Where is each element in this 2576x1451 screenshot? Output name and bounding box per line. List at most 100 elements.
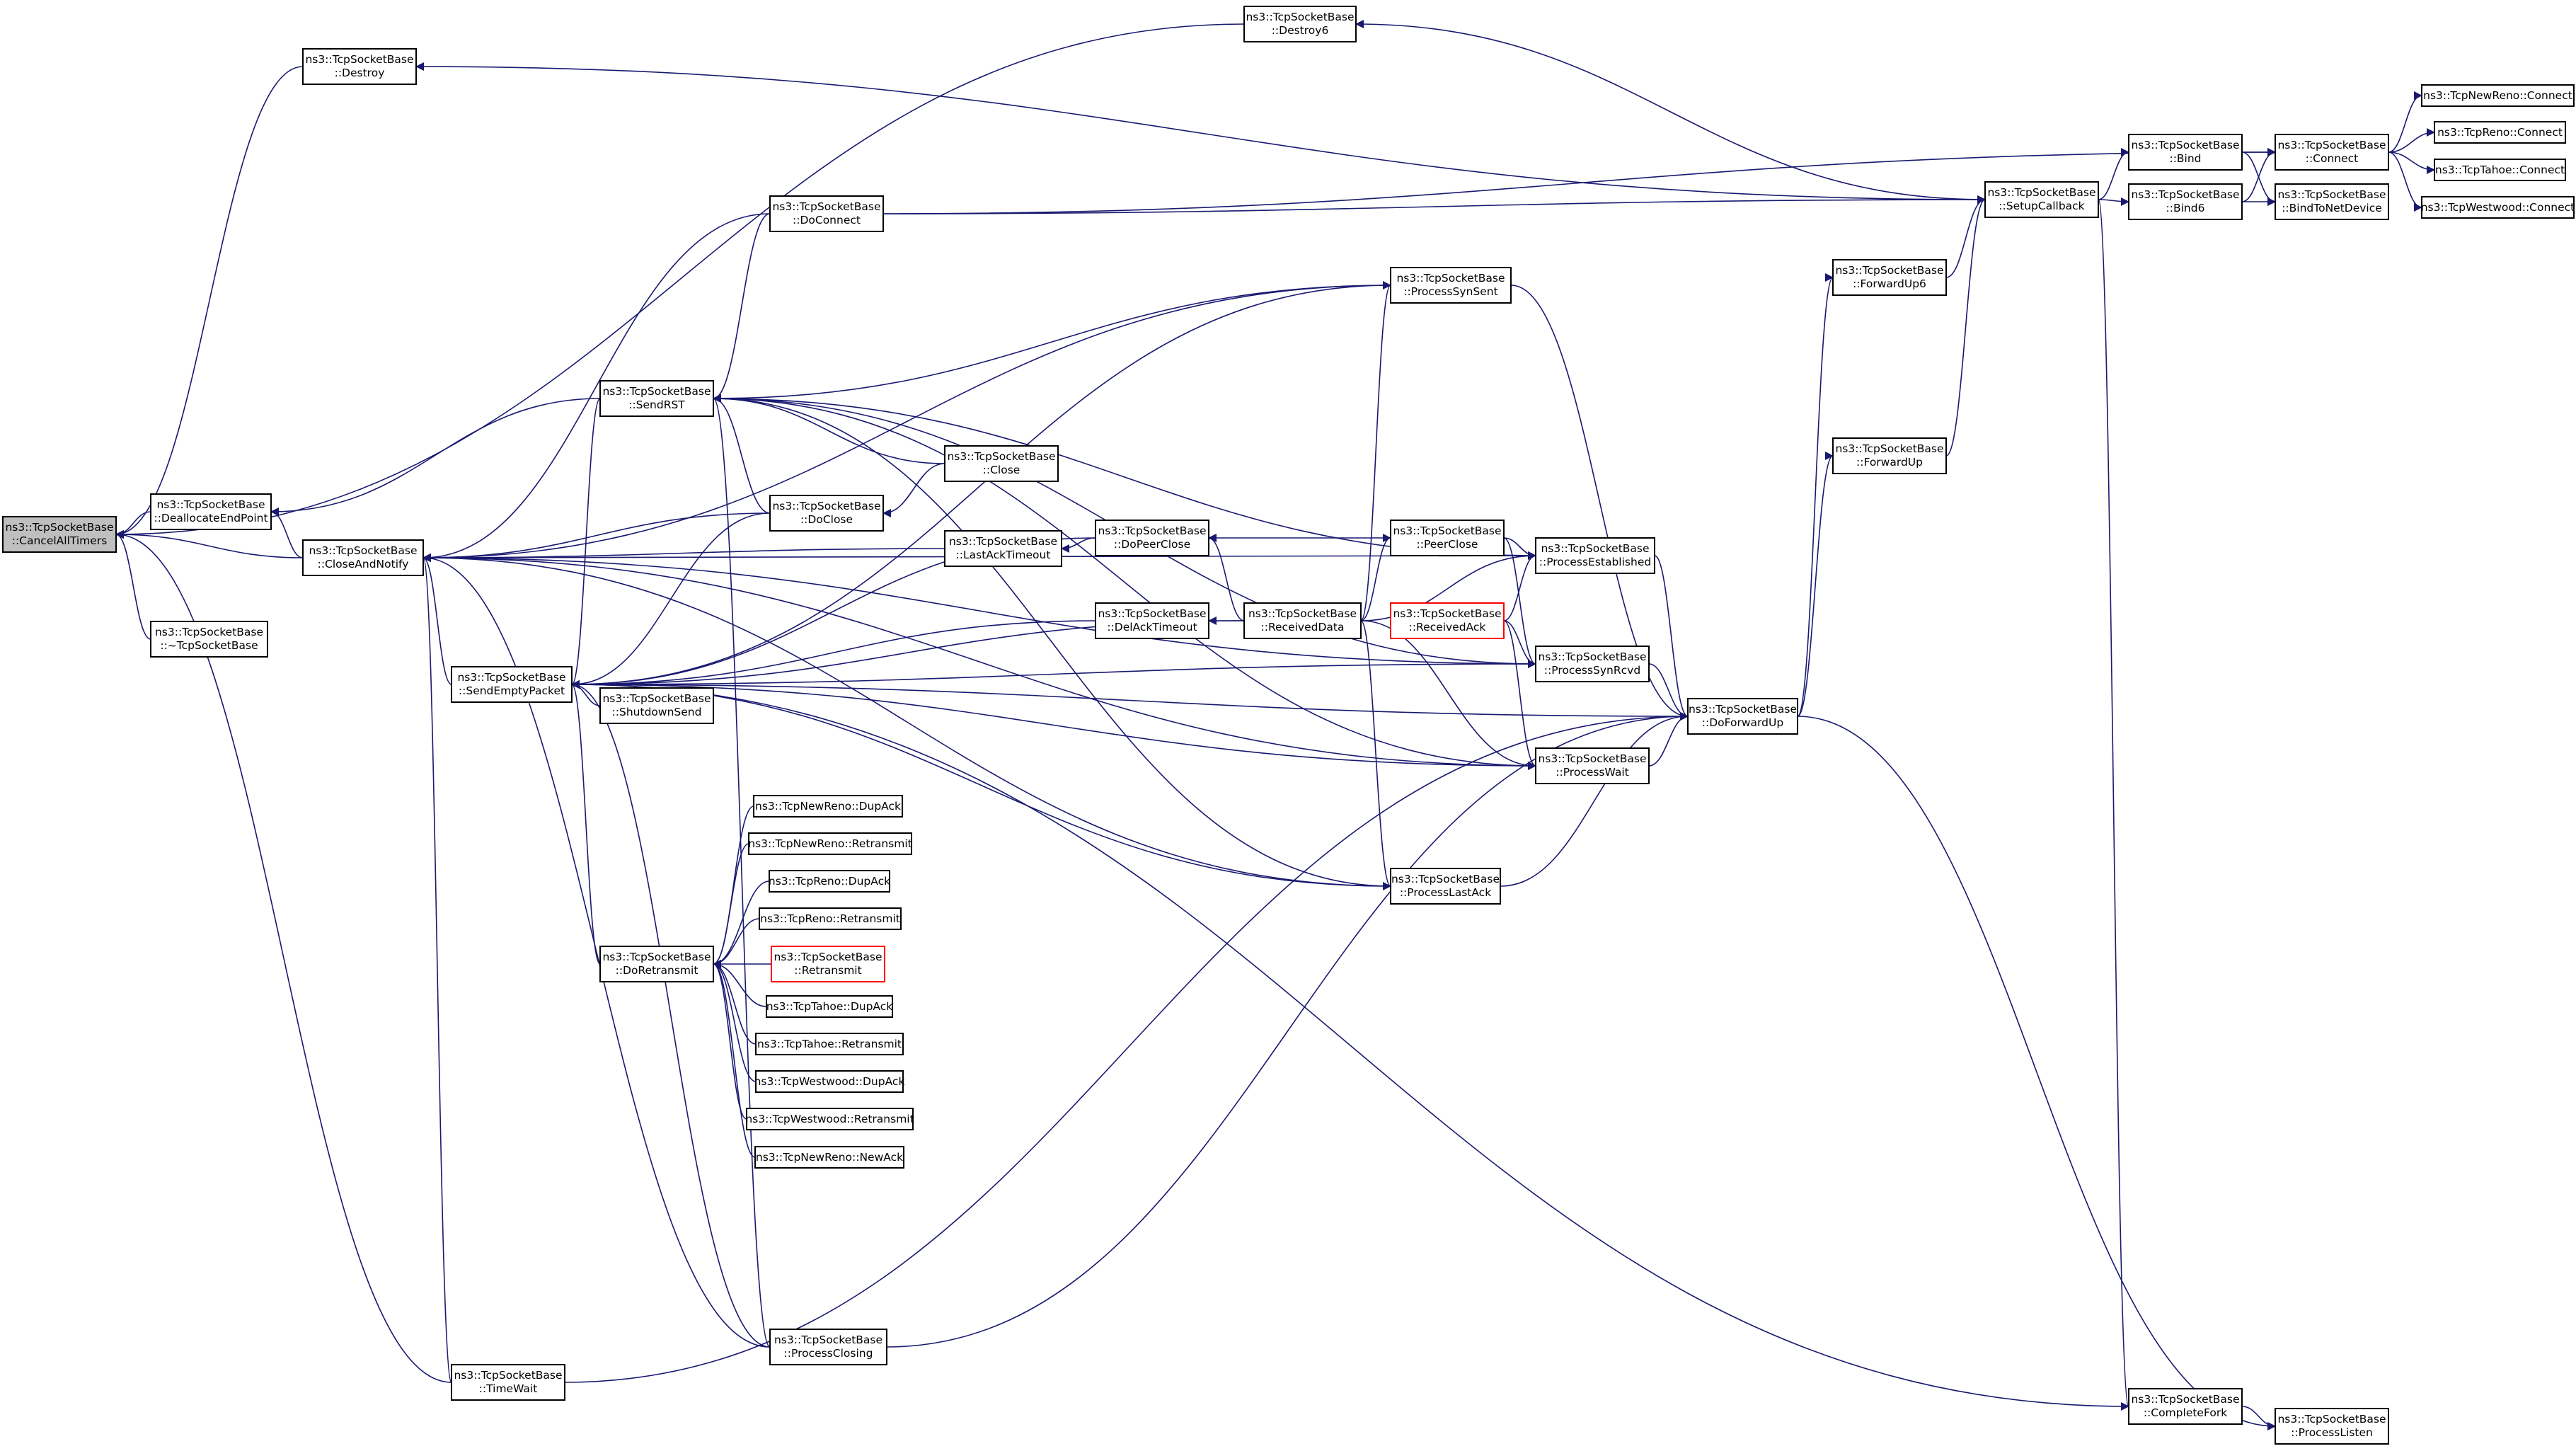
node-do-forward-up[interactable]: ns3::TcpSocketBase::DoForwardUp [1687, 698, 1798, 735]
node-label-line: ns3::TcpNewReno::DupAck [755, 800, 901, 813]
edge-process-syn-sent-to-send-rst [713, 285, 1391, 403]
node-label-line: ns3::TcpSocketBase [2131, 1393, 2239, 1406]
node-label-line: ns3::TcpSocketBase [1098, 607, 1206, 620]
node-label-line: ns3::TcpSocketBase [1246, 11, 1354, 23]
node-box [766, 995, 893, 1018]
node-close[interactable]: ns3::TcpSocketBase::Close [944, 445, 1059, 482]
node-peer-close[interactable]: ns3::TcpSocketBase::PeerClose [1390, 520, 1505, 556]
edge-received-data-to-do-peer-close [1208, 534, 1245, 621]
node-tahoe-dup-ack[interactable]: ns3::TcpTahoe::DupAck [766, 995, 893, 1018]
node-nr-connect[interactable]: ns3::TcpNewReno::Connect [2421, 84, 2575, 107]
edge-process-closing-to-close-and-notify [422, 554, 771, 1348]
node-reno-connect[interactable]: ns3::TcpReno::Connect [2434, 121, 2566, 144]
node-label-line: ns3::TcpSocketBase [155, 626, 263, 638]
node-label-line: ns3::TcpSocketBase [1396, 272, 1505, 285]
node-last-ack-timeout[interactable]: ns3::TcpSocketBase::LastAckTimeout [944, 530, 1062, 567]
node-bind[interactable]: ns3::TcpSocketBase::Bind [2128, 134, 2243, 171]
node-label-line: ::~TcpSocketBase [160, 639, 258, 652]
node-send-rst[interactable]: ns3::TcpSocketBase::SendRST [599, 380, 714, 417]
node-process-established[interactable]: ns3::TcpSocketBase::ProcessEstablished [1535, 537, 1655, 574]
edge-bind6-to-connect [2241, 148, 2276, 202]
node-process-listen[interactable]: ns3::TcpSocketBase::ProcessListen [2275, 1408, 2389, 1445]
edge-received-data-to-process-last-ack [1360, 620, 1391, 890]
node-process-wait[interactable]: ns3::TcpSocketBase::ProcessWait [1535, 747, 1650, 784]
node-process-closing[interactable]: ns3::TcpSocketBase::ProcessClosing [769, 1329, 887, 1365]
node-box [2275, 134, 2389, 171]
node-do-retransmit[interactable]: ns3::TcpSocketBase::DoRetransmit [599, 946, 714, 982]
node-cancel-all-timers[interactable]: ns3::TcpSocketBase::CancelAllTimers [2, 516, 117, 553]
node-west-dup-ack[interactable]: ns3::TcpWestwood::DupAck [754, 1070, 905, 1093]
node-del-ack-timeout[interactable]: ns3::TcpSocketBase::DelAckTimeout [1095, 602, 1209, 639]
node-time-wait[interactable]: ns3::TcpSocketBase::TimeWait [451, 1364, 565, 1401]
edge-close-to-send-rst [713, 394, 945, 464]
node-reno-dup-ack[interactable]: ns3::TcpReno::DupAck [769, 870, 890, 893]
edge-process-syn-sent-to-close-and-notify [422, 285, 1391, 562]
edge-nr-retransmit-to-do-retransmit [713, 843, 749, 968]
node-label-line: ::Connect [2306, 152, 2359, 165]
node-box [755, 1033, 904, 1055]
node-label-line: ::ForwardUp [1856, 456, 1923, 469]
edge-received-ack-to-process-established [1503, 551, 1536, 621]
node-process-last-ack[interactable]: ns3::TcpSocketBase::ProcessLastAck [1390, 868, 1501, 905]
node-shutdown-send[interactable]: ns3::TcpSocketBase::ShutdownSend [599, 687, 714, 724]
edge-process-syn-sent-to-do-forward-up [1510, 285, 1689, 721]
node-destroy[interactable]: ns3::TcpSocketBase::Destroy [302, 48, 417, 85]
node-box [451, 1364, 565, 1401]
node-connect[interactable]: ns3::TcpSocketBase::Connect [2275, 134, 2389, 171]
node-tahoe-retransmit[interactable]: ns3::TcpTahoe::Retransmit [755, 1033, 904, 1055]
node-bind6[interactable]: ns3::TcpSocketBase::Bind6 [2128, 183, 2243, 220]
node-bind-to-net-device[interactable]: ns3::TcpSocketBase::BindToNetDevice [2275, 183, 2389, 220]
edge-send-empty-packet-to-close-and-notify [422, 554, 452, 685]
edge-time-wait-to-cancel-all-timers [115, 530, 452, 1383]
node-do-close[interactable]: ns3::TcpSocketBase::DoClose [769, 495, 884, 532]
node-nr-dup-ack[interactable]: ns3::TcpNewReno::DupAck [753, 795, 903, 818]
node-retransmit[interactable]: ns3::TcpSocketBase::Retransmit [771, 946, 885, 982]
node-received-data[interactable]: ns3::TcpSocketBase::ReceivedData [1243, 602, 1362, 639]
node-west-connect[interactable]: ns3::TcpWestwood::Connect [2421, 196, 2575, 219]
node-close-and-notify[interactable]: ns3::TcpSocketBase::CloseAndNotify [302, 539, 424, 576]
edge-complete-fork-to-send-empty-packet [571, 680, 2129, 1407]
edge-received-data-to-process-wait [1360, 620, 1536, 770]
node-box [753, 795, 903, 818]
node-label-line: ns3::TcpSocketBase [774, 951, 882, 963]
node-label-line: ns3::TcpSocketBase [2277, 139, 2386, 151]
node-west-retransmit[interactable]: ns3::TcpWestwood::Retransmit [745, 1108, 914, 1130]
edge-received-ack-to-process-wait [1503, 620, 1536, 770]
node-box [769, 495, 884, 532]
node-complete-fork[interactable]: ns3::TcpSocketBase::CompleteFork [2128, 1388, 2243, 1425]
node-box [599, 380, 714, 417]
node-label-line: ::ProcessEstablished [1539, 556, 1651, 568]
node-box [748, 832, 912, 855]
node-tahoe-connect[interactable]: ns3::TcpTahoe::Connect [2434, 159, 2566, 181]
node-nr-new-ack[interactable]: ns3::TcpNewReno::NewAck [754, 1146, 904, 1169]
node-deallocate-end-point[interactable]: ns3::TcpSocketBase::DeallocateEndPoint [150, 493, 272, 530]
node-dtor[interactable]: ns3::TcpSocketBase::~TcpSocketBase [150, 621, 268, 658]
node-do-peer-close[interactable]: ns3::TcpSocketBase::DoPeerClose [1095, 520, 1209, 556]
node-label-line: ns3::TcpSocketBase [774, 1334, 882, 1346]
node-do-connect[interactable]: ns3::TcpSocketBase::DoConnect [769, 195, 884, 232]
edge-reno-retransmit-to-do-retransmit [713, 918, 760, 968]
node-box [451, 666, 573, 703]
node-forward-up6[interactable]: ns3::TcpSocketBase::ForwardUp6 [1832, 259, 1947, 296]
node-received-ack[interactable]: ns3::TcpSocketBase::ReceivedAck [1390, 602, 1505, 639]
node-destroy6[interactable]: ns3::TcpSocketBase::Destroy6 [1243, 6, 1357, 42]
edge-close-and-notify-to-deallocate-end-point [270, 507, 304, 558]
edge-deallocate-end-point-to-cancel-all-timers [115, 511, 151, 539]
node-reno-retransmit[interactable]: ns3::TcpReno::Retransmit [759, 907, 902, 930]
node-box [2275, 1408, 2389, 1445]
edge-process-wait-to-send-rst [713, 394, 1536, 767]
edge-process-closing-to-send-rst [713, 394, 771, 1348]
node-forward-up[interactable]: ns3::TcpSocketBase::ForwardUp [1832, 437, 1947, 474]
node-box [944, 530, 1062, 567]
edge-connect-to-reno-connect [2388, 128, 2435, 153]
node-setup-callback[interactable]: ns3::TcpSocketBase::SetupCallback [1984, 181, 2099, 218]
node-label-line: ns3::TcpSocketBase [454, 1369, 562, 1382]
node-process-syn-rcvd[interactable]: ns3::TcpSocketBase::ProcessSynRcvd [1535, 646, 1650, 682]
node-box [1832, 259, 1947, 296]
node-nr-retransmit[interactable]: ns3::TcpNewReno::Retransmit [748, 832, 912, 855]
node-send-empty-packet[interactable]: ns3::TcpSocketBase::SendEmptyPacket [451, 666, 573, 703]
node-box [1535, 646, 1650, 682]
node-label-line: ns3::TcpSocketBase [2131, 188, 2239, 201]
node-process-syn-sent[interactable]: ns3::TcpSocketBase::ProcessSynSent [1390, 267, 1512, 304]
